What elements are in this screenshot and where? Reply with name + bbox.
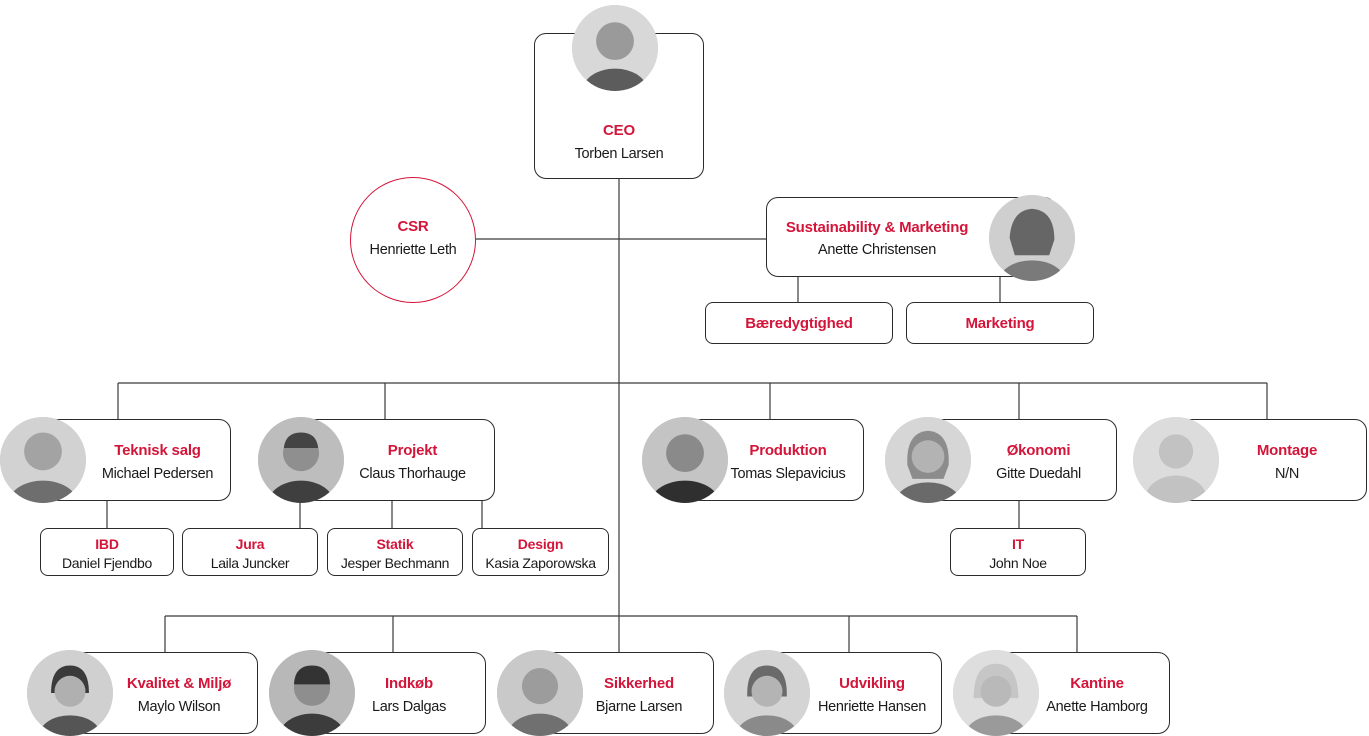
teknisk-salg-avatar (0, 417, 86, 503)
design-name: Kasia Zaporowska (485, 555, 596, 571)
design-title: Design (517, 536, 564, 552)
sustainability-title: Sustainability & Marketing (785, 219, 969, 236)
csr-title: CSR (397, 218, 429, 235)
statik-title: Statik (376, 536, 414, 552)
sikkerhed-avatar (497, 650, 583, 736)
baeredygtighed-title: Bæredygtighed (745, 315, 853, 332)
udvikling-avatar (724, 650, 810, 736)
sikkerhed-name: Bjarne Larsen (595, 699, 683, 715)
udvikling-title: Udvikling (839, 675, 905, 692)
produktion-title: Produktion (749, 442, 827, 459)
jura-node: Jura Laila Juncker (182, 528, 318, 576)
sikkerhed-title: Sikkerhed (604, 675, 674, 692)
sustainability-name: Anette Christensen (818, 242, 936, 258)
kvalitet-avatar (27, 650, 113, 736)
ceo-title: CEO (603, 122, 635, 139)
indkob-name: Lars Dalgas (371, 699, 447, 715)
jura-name: Laila Juncker (210, 555, 290, 571)
indkob-title: Indkøb (385, 675, 433, 692)
projekt-name: Claus Thorhauge (359, 466, 466, 482)
marketing-node: Marketing (906, 302, 1094, 344)
ceo-avatar (572, 5, 658, 91)
ceo-name: Torben Larsen (574, 146, 664, 162)
design-node: Design Kasia Zaporowska (472, 528, 609, 576)
marketing-title: Marketing (965, 315, 1035, 332)
it-node: IT John Noe (950, 528, 1086, 576)
jura-title: Jura (235, 536, 265, 552)
kvalitet-title: Kvalitet & Miljø (126, 675, 232, 692)
teknisk-salg-name: Michael Pedersen (101, 466, 214, 482)
okonomi-name: Gitte Duedahl (996, 466, 1081, 482)
okonomi-avatar (885, 417, 971, 503)
produktion-avatar (642, 417, 728, 503)
statik-node: Statik Jesper Bechmann (327, 528, 463, 576)
csr-node: CSR Henriette Leth (350, 177, 476, 303)
kantine-name: Anette Hamborg (1046, 699, 1148, 715)
montage-placeholder-avatar (1133, 417, 1219, 503)
kantine-title: Kantine (1070, 675, 1124, 692)
ibd-node: IBD Daniel Fjendbo (40, 528, 174, 576)
okonomi-title: Økonomi (1006, 442, 1071, 459)
it-title: IT (1011, 536, 1025, 552)
baeredygtighed-node: Bæredygtighed (705, 302, 893, 344)
udvikling-name: Henriette Hansen (817, 699, 927, 715)
sustainability-avatar (989, 195, 1075, 281)
projekt-title: Projekt (387, 442, 438, 459)
csr-name: Henriette Leth (369, 242, 457, 258)
ibd-title: IBD (95, 536, 119, 552)
statik-name: Jesper Bechmann (340, 555, 450, 571)
montage-name: N/N (1274, 466, 1300, 482)
montage-title: Montage (1256, 442, 1318, 459)
projekt-avatar (258, 417, 344, 503)
kantine-avatar (953, 650, 1039, 736)
teknisk-salg-title: Teknisk salg (114, 442, 201, 459)
ibd-name: Daniel Fjendbo (62, 555, 152, 571)
produktion-name: Tomas Slepavicius (730, 466, 846, 482)
kvalitet-name: Maylo Wilson (137, 699, 221, 715)
it-name: John Noe (989, 555, 1047, 571)
indkob-avatar (269, 650, 355, 736)
